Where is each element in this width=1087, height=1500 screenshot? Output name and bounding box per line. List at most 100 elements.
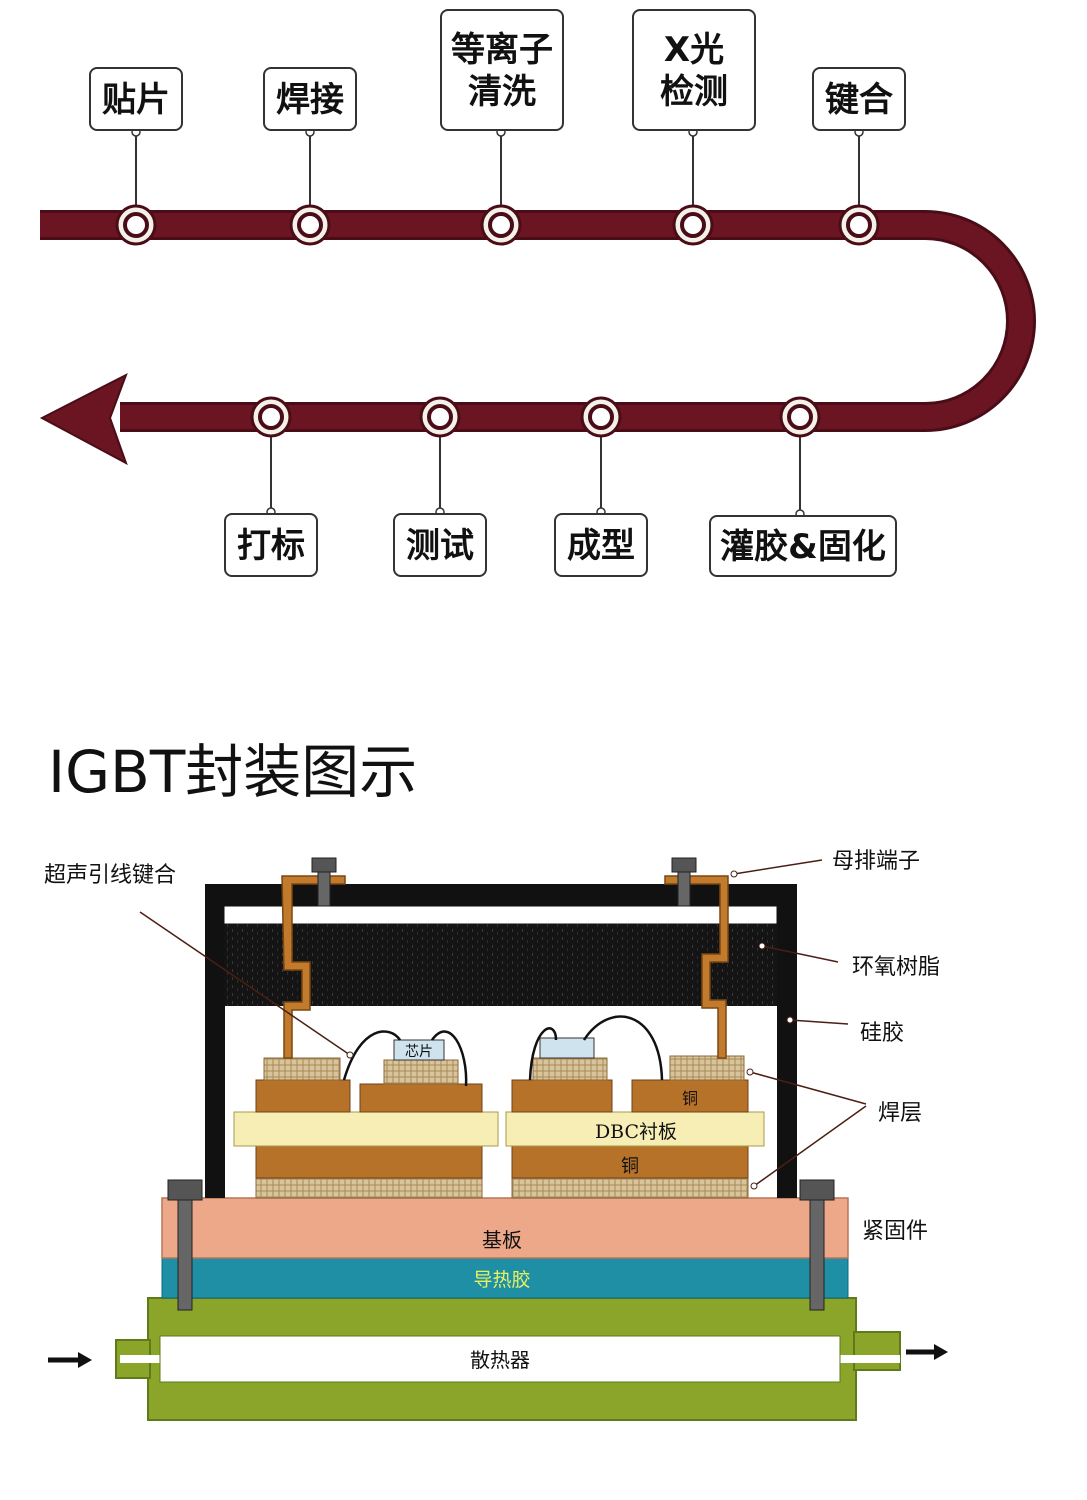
step-label: 灌胶&固化 [720, 527, 886, 567]
process-step: 成型 [554, 396, 648, 577]
solder-top-2 [383, 1059, 459, 1085]
copper-top-label: 铜 [682, 1089, 698, 1108]
leader-dot-epoxy [758, 942, 766, 950]
label-fastener: 紧固件 [862, 1219, 928, 1244]
fastener-right-head [799, 1179, 835, 1201]
label-busbar-terminal: 母排端子 [832, 849, 920, 874]
step-box [632, 9, 756, 131]
epoxy-resin-layer [225, 924, 777, 1006]
housing-lid-slot [223, 905, 778, 925]
label-ultrasonic-bonding: 超声引线键合 [44, 863, 176, 888]
terminal-bolt-left-shaft [317, 871, 331, 907]
bond-wire-4 [582, 1015, 664, 1081]
step-label: 贴片 [102, 80, 170, 120]
leader-dot-ultrasonic [346, 1051, 354, 1059]
housing-left-wall [205, 884, 225, 1198]
step-label: 成型 [567, 526, 635, 566]
label-silicone: 硅胶 [860, 1021, 904, 1046]
chip-right [539, 1037, 595, 1059]
process-step: 灌胶&固化 [709, 396, 897, 577]
step-box [393, 513, 487, 577]
step-node-inner [787, 404, 813, 430]
terminal-bolt-right [671, 857, 697, 873]
solder-top-1 [263, 1057, 341, 1081]
leader-dot-solder-2 [750, 1182, 758, 1190]
step-node-inner [846, 212, 872, 238]
step-node-inner [427, 404, 453, 430]
heatsink-label: 散热器 [470, 1348, 530, 1372]
step-box [554, 513, 648, 577]
terminal-bolt-right-shaft [677, 871, 691, 907]
process-step: 测试 [393, 396, 487, 577]
outlet-arrowhead-icon [934, 1344, 948, 1360]
leader-dot-busbar [730, 870, 738, 878]
step-node-inner [680, 212, 706, 238]
step-node-inner [588, 404, 614, 430]
igbt-package: 散热器 导热胶 基板 铜 DBC衬板 [44, 849, 948, 1421]
process-step: 焊接 [263, 67, 357, 246]
process-flow: 贴片焊接等离子清洗X光检测键合 打标测试成型灌胶&固化 [39, 9, 1036, 577]
step-node-inner [297, 212, 323, 238]
busbar-terminal-right [664, 875, 729, 1059]
step-box [812, 67, 906, 131]
leader-dot-silicone [786, 1016, 794, 1024]
step-node-inner [258, 404, 284, 430]
flow-track [40, 210, 1036, 432]
step-label: 焊接 [276, 80, 344, 120]
fastener-left-shaft [177, 1199, 193, 1311]
step-box [89, 67, 183, 131]
label-epoxy: 环氧树脂 [852, 955, 940, 980]
step-label: 等离子 [451, 30, 553, 70]
leader-ultrasonic [139, 911, 351, 1056]
dbc-right [505, 1111, 765, 1147]
step-label: X光 [664, 30, 724, 70]
solder-bottom-left [255, 1177, 483, 1199]
heatsink-channel-main [159, 1335, 841, 1383]
step-label: 打标 [237, 526, 305, 566]
copper-bottom-right [511, 1145, 749, 1179]
leader-busbar [733, 859, 823, 875]
fastener-left-head [167, 1179, 203, 1201]
step-node-inner [123, 212, 149, 238]
flow-track-inner [40, 213, 1033, 429]
step-label: 检测 [660, 72, 728, 112]
leader-epoxy [761, 945, 839, 963]
fastener-right-shaft [809, 1199, 825, 1311]
leader-dot-solder-1 [746, 1068, 754, 1076]
step-box [709, 515, 897, 577]
dbc-label: DBC衬板 [595, 1121, 677, 1143]
solder-top-3 [532, 1057, 608, 1081]
copper-top-left-a [255, 1079, 351, 1113]
step-label: 清洗 [468, 72, 536, 112]
chip-left [393, 1039, 445, 1061]
flow-arrow-head [39, 372, 128, 466]
copper-bottom-left [255, 1145, 483, 1179]
copper-top-right-a [511, 1079, 613, 1113]
bond-wire-2 [430, 1030, 468, 1087]
leader-solder-2 [753, 1105, 867, 1187]
process-step: 打标 [224, 396, 318, 577]
leader-lines [139, 859, 867, 1187]
chip-label: 芯片 [405, 1044, 433, 1060]
heatsink-outlet-pipe [853, 1331, 901, 1371]
copper-top-left-b [359, 1083, 483, 1113]
thermal-paste-label: 导热胶 [473, 1269, 530, 1291]
step-label: 测试 [406, 526, 474, 566]
process-step: 贴片 [89, 67, 183, 246]
housing-right-wall [777, 884, 797, 1198]
thermal-paste-layer [161, 1257, 849, 1299]
terminal-bolt-left [311, 857, 337, 873]
leader-solder-1 [749, 1071, 867, 1105]
step-node-inner [488, 212, 514, 238]
diagram-title: IGBT封装图示 [48, 738, 417, 806]
copper-bottom-label: 铜 [621, 1156, 639, 1177]
bond-wire-1 [342, 1030, 402, 1081]
bond-wire-3 [528, 1027, 558, 1081]
inlet-arrowhead-icon [78, 1352, 92, 1368]
housing-top [205, 884, 797, 906]
step-box [224, 513, 318, 577]
solder-bottom-right [511, 1177, 749, 1199]
label-solder-layer: 焊层 [878, 1101, 922, 1126]
